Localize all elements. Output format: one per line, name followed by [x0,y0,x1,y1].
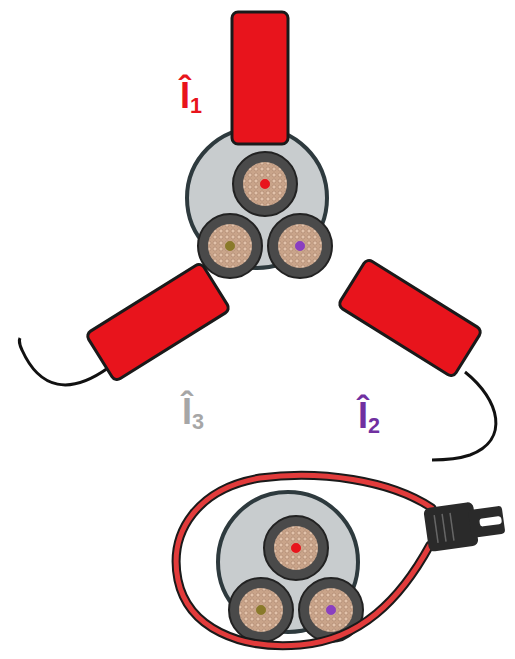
cable-cross-section [218,492,363,642]
loop-clip [423,498,506,552]
cable-cross-section [187,128,332,278]
flexible-loop [176,475,432,645]
current-label: Î3 [182,394,204,433]
current-probe [337,258,482,378]
probe-lead [432,372,496,460]
flexible-loop [176,475,432,645]
current-label: Î2 [358,398,380,437]
current-probe [232,12,288,144]
current-probe [85,262,230,382]
current-label: Î1 [180,78,202,117]
